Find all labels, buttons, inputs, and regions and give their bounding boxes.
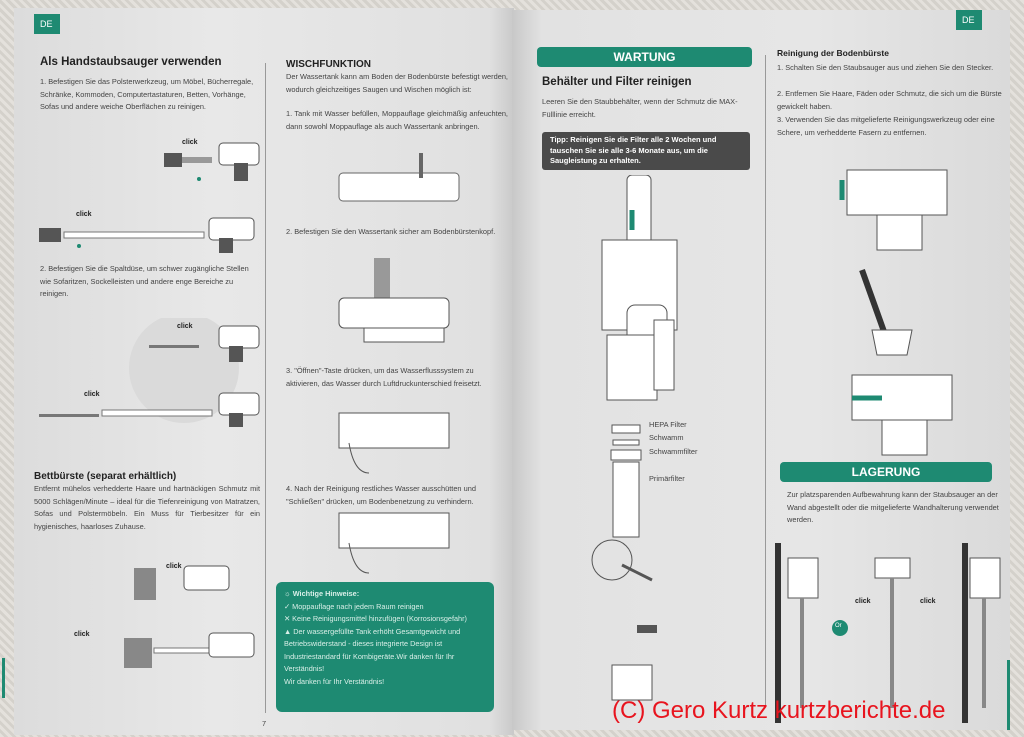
intro-text: Der Wassertank kann am Boden der Bodenbü…	[286, 72, 508, 94]
lightbulb-icon: ☼	[284, 589, 291, 598]
step-text: 1. Befestigen Sie das Polsterwerkzeug, u…	[40, 77, 254, 111]
handheld-attachment-illustration	[39, 142, 260, 253]
note-item: Wir danken für Ihr Verständnis!	[284, 676, 385, 686]
section-title: Als Handstaubsauger verwenden	[40, 56, 222, 68]
floor-brush-tank-illustration	[338, 258, 450, 343]
click-label: click	[74, 631, 90, 638]
section-text: Entfernt mühelos verhedderte Haare und h…	[34, 484, 260, 531]
or-label: Or	[835, 623, 842, 629]
filter-label: Schwamm	[649, 433, 684, 442]
close-button-illustration	[338, 512, 450, 574]
notes-title: Wichtige Hinweise:	[292, 589, 360, 598]
filter-stack-illustration	[610, 424, 642, 538]
important-notes-box: ☼ Wichtige Hinweise: ✓ Moppauflage nach …	[276, 582, 494, 712]
bed-brush-illustration	[124, 565, 255, 668]
warning-icon: ▲	[284, 626, 292, 636]
crevice-tool-illustration	[39, 318, 260, 427]
brush-roll-cleaning-illustration	[839, 169, 953, 456]
section-title: Behälter und Filter reinigen	[542, 76, 692, 88]
filter-washing-illustration	[591, 539, 657, 701]
storage-text: Zur platzsparenden Aufbewahrung kann der…	[787, 490, 999, 524]
section-title: Reinigung der Bodenbürste	[777, 48, 889, 58]
section-title: Bettbürste (separat erhältlich)	[34, 471, 177, 482]
water-tank-illustration	[338, 153, 460, 202]
click-label: click	[182, 139, 198, 146]
step-text: 4. Nach der Reinigung restliches Wasser …	[286, 484, 476, 506]
left-page: DE Als Handstaubsauger verwenden 1. Befe…	[2, 8, 514, 735]
step-text: 3. "Öffnen"-Taste drücken, um das Wasser…	[286, 366, 482, 388]
page-edge-marker	[2, 658, 5, 698]
maintenance-banner: WARTUNG	[537, 47, 752, 67]
click-label: click	[76, 211, 92, 218]
note-item: Moppauflage nach jedem Raum reinigen	[292, 601, 424, 611]
dustbin-emptying-illustration	[601, 175, 678, 401]
language-tag: DE	[34, 14, 60, 34]
click-label: click	[855, 598, 871, 605]
step-text: 3. Verwenden Sie das mitgelieferte Reini…	[777, 115, 995, 137]
note-item: Keine Reinigungsmittel hinzufügen (Korro…	[292, 614, 467, 623]
note-item: Der wassergefüllte Tank erhöht Gesamtgew…	[284, 626, 461, 674]
click-label: click	[177, 323, 193, 330]
filter-label: HEPA Filter	[649, 420, 687, 429]
page-number: 7	[262, 719, 267, 728]
click-label: click	[166, 563, 182, 570]
page-edge-marker	[1007, 660, 1010, 730]
click-label: click	[84, 391, 100, 398]
column-divider	[765, 55, 766, 705]
section-title: WISCHFUNKTION	[286, 59, 371, 70]
step-text: 1. Tank mit Wasser befüllen, Moppauflage…	[286, 109, 508, 131]
filter-label: Primärfilter	[649, 474, 685, 483]
language-tag: DE	[956, 10, 982, 30]
step-text: 2. Befestigen Sie die Spaltdüse, um schw…	[40, 264, 249, 298]
storage-banner: LAGERUNG	[780, 462, 992, 482]
filter-label: Schwammfilter	[649, 447, 698, 456]
tip-box: Tipp: Reinigen Sie die Filter alle 2 Woc…	[542, 132, 750, 170]
wall-mount-illustration	[775, 543, 1001, 723]
cross-icon: ✕	[284, 614, 291, 623]
section-text: Leeren Sie den Staubbehälter, wenn der S…	[542, 97, 738, 119]
right-page: DE WARTUNG Behälter und Filter reinigen …	[512, 10, 1010, 730]
copyright-watermark: (C) Gero Kurtz kurtzberichte.de	[612, 697, 946, 724]
click-label: click	[920, 598, 936, 605]
check-icon: ✓	[284, 601, 291, 611]
open-button-illustration	[338, 412, 450, 474]
step-text: 2. Entfernen Sie Haare, Fäden oder Schmu…	[777, 89, 1002, 111]
step-text: 1. Schalten Sie den Staubsauger aus und …	[777, 63, 994, 72]
column-divider	[265, 63, 266, 713]
step-text: 2. Befestigen Sie den Wassertank sicher …	[286, 227, 496, 236]
